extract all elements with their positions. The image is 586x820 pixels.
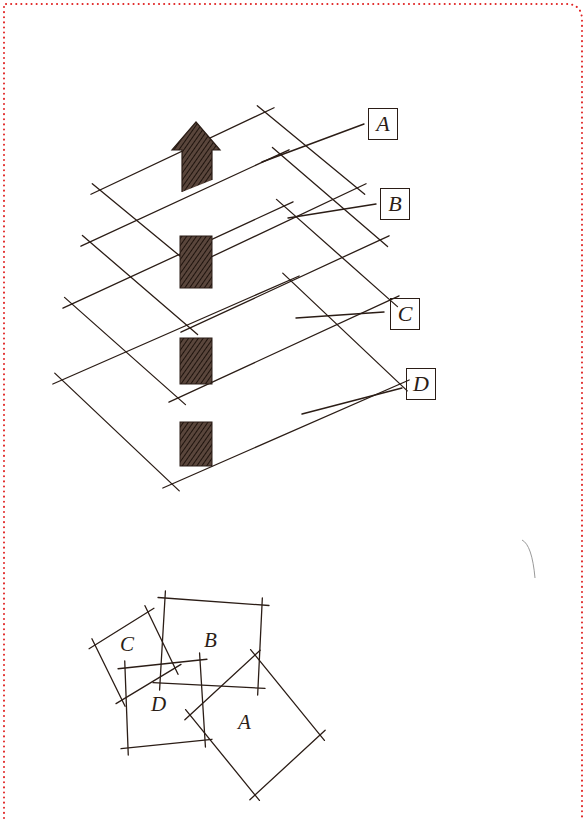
square-edge	[125, 661, 129, 755]
plane-edge	[55, 373, 180, 491]
plane-edge	[63, 202, 293, 308]
shaded-arrow	[172, 122, 220, 466]
part-letter: C	[398, 303, 413, 325]
plan-outline	[83, 600, 187, 712]
part-letter: B	[388, 193, 401, 215]
square-edge	[160, 591, 166, 690]
page-border	[4, 4, 582, 818]
part-letter: C	[120, 634, 134, 655]
part-letter: D	[151, 694, 166, 715]
plane-edge	[181, 236, 389, 332]
part-letter: A	[376, 113, 389, 135]
square-edge	[251, 650, 325, 741]
stray-mark	[522, 540, 535, 578]
label-box: C	[390, 298, 420, 330]
plan-square: B	[148, 586, 274, 700]
square-edge	[258, 598, 263, 695]
part-letter: D	[413, 373, 429, 395]
plan-square: A	[178, 643, 332, 807]
square-edge	[186, 710, 260, 801]
square-edge	[153, 683, 265, 689]
plan-outline	[178, 643, 332, 807]
plane-edge	[53, 276, 299, 384]
plane-edge	[169, 296, 399, 402]
label-box: A	[368, 108, 398, 140]
square-edge	[250, 730, 325, 799]
part-letter: B	[204, 630, 217, 651]
part-letter: A	[238, 712, 251, 733]
plane-edge	[91, 108, 274, 195]
label-box: D	[406, 368, 436, 400]
plane-edge	[272, 147, 387, 246]
square-edge	[118, 659, 207, 668]
square-edge	[158, 597, 269, 605]
plane-edge	[283, 273, 408, 391]
plane-edge	[65, 297, 186, 404]
square-edge	[121, 739, 212, 748]
label-box: B	[380, 188, 410, 220]
leader-lines	[262, 124, 402, 414]
square-edge	[185, 650, 260, 719]
plane-edge	[163, 380, 409, 488]
plan-square: C	[83, 600, 187, 712]
stacked-planes	[53, 106, 409, 491]
